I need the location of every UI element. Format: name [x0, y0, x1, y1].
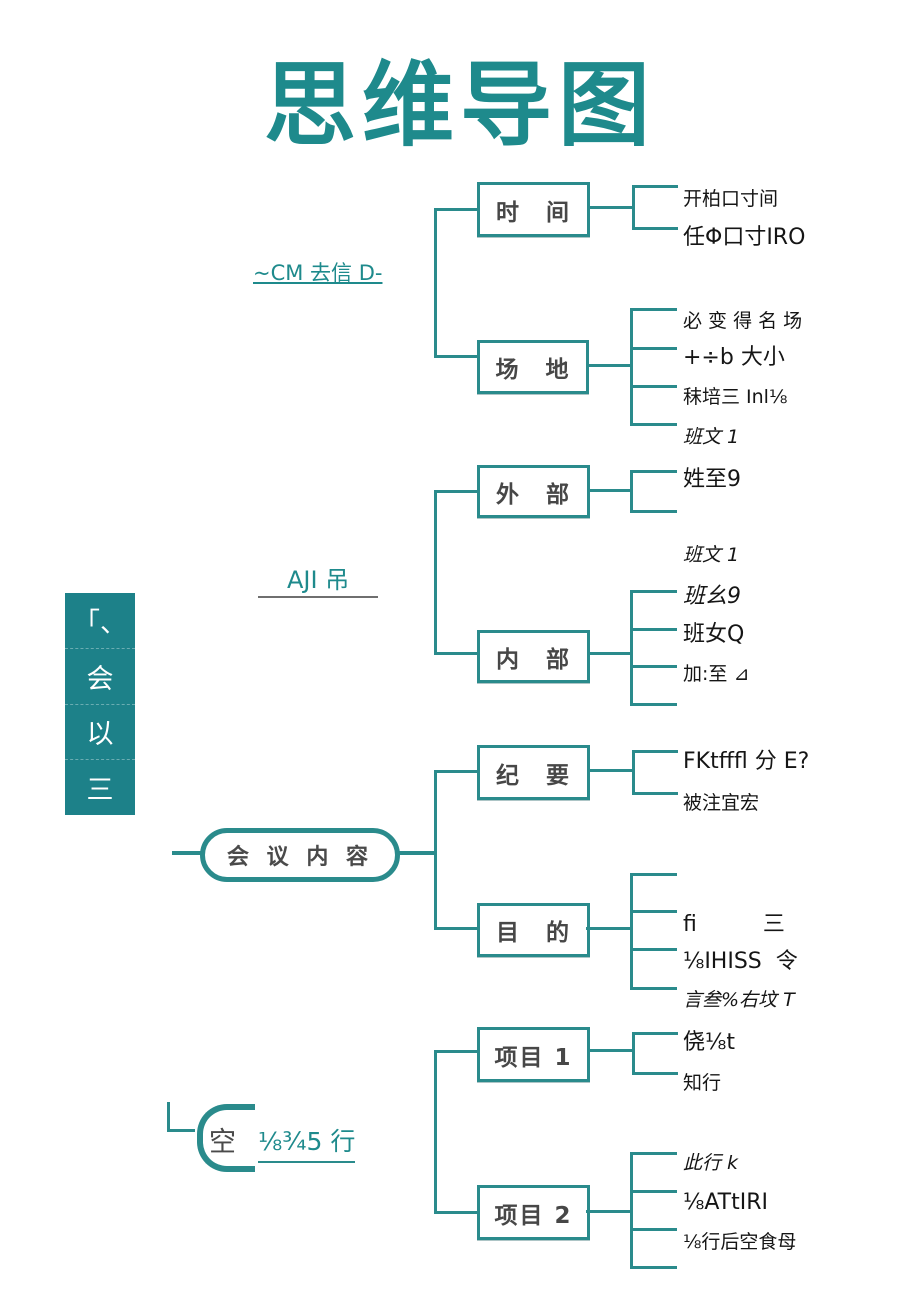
leaf-label: fi 三 [683, 912, 785, 937]
trunk-line [434, 208, 437, 358]
leaf-line [632, 750, 678, 753]
leaf-label: ⅛IHISS 令 [683, 949, 798, 974]
trunk-line [434, 1050, 437, 1214]
label-underline [258, 596, 378, 598]
leaf-label: 班幺9 [683, 584, 741, 609]
connector [172, 851, 203, 855]
connector [397, 851, 435, 855]
leaf-line [630, 423, 677, 426]
leaf-bracket [630, 873, 633, 990]
node-box-project2: 项目 2 [477, 1185, 590, 1240]
node-box-purpose: 目 的 [477, 903, 590, 957]
trunk-stub [434, 652, 480, 655]
leaf-label: 加:至 ⊿ [683, 663, 750, 685]
leaf-label: 秣培三 Inl⅛ [683, 386, 788, 408]
leaf-line [630, 910, 677, 913]
leaf-line [632, 185, 678, 188]
banner-row: 三 [86, 775, 114, 807]
trunk-stub [434, 355, 480, 358]
leaf-bracket [630, 590, 633, 706]
leaf-label: 班文 1 [683, 544, 740, 566]
connector [588, 652, 632, 655]
leaf-line [630, 308, 677, 311]
leaf-line [630, 510, 677, 513]
connector [588, 769, 634, 772]
leaf-line [630, 1152, 677, 1155]
page-title: 思维导图 [263, 52, 656, 159]
leaf-label: 侥⅛t [683, 1030, 735, 1055]
branch-label-badge: 空 [209, 1127, 236, 1158]
label-connector [167, 1129, 195, 1132]
leaf-line [630, 590, 677, 593]
connector [586, 364, 632, 367]
leaf-label: 知行 [683, 1072, 722, 1094]
node-box-venue: 场 地 [477, 340, 589, 394]
leaf-line [630, 628, 677, 631]
trunk-stub [434, 770, 480, 773]
leaf-bracket [632, 750, 635, 795]
leaf-line [630, 470, 677, 473]
connector [588, 489, 632, 492]
label-connector [167, 1102, 170, 1132]
c-shape [197, 1104, 255, 1172]
trunk-stub [434, 208, 480, 211]
leaf-label: 被注宜宏 [683, 792, 760, 814]
branch-label-top: ~CM 去信 D- [253, 261, 383, 285]
node-box-time: 时 间 [477, 182, 590, 237]
leaf-bracket [632, 1032, 635, 1075]
branch-label-middle: AJI 吊 [287, 566, 350, 594]
leaf-line [630, 948, 677, 951]
leaf-line [630, 385, 677, 388]
center-node-oval: 会 议 内 容 [200, 828, 400, 882]
trunk-stub [434, 1050, 480, 1053]
leaf-label: ⅛行后空食母 [683, 1231, 797, 1253]
trunk-line [434, 770, 437, 930]
node-box-external: 外 部 [477, 465, 590, 518]
leaf-line [630, 1266, 677, 1269]
leaf-label: 班女Q [683, 622, 745, 647]
leaf-label: 姓至9 [683, 467, 741, 492]
leaf-line [632, 227, 678, 230]
leaf-bracket [630, 308, 633, 426]
leaf-label: ⅛ATtIRI [683, 1190, 768, 1215]
banner-row: 「、 [65, 593, 135, 649]
trunk-stub [434, 1211, 480, 1214]
branch-label-bottom: ⅛¾5 行 [258, 1122, 356, 1163]
banner-row: 以 [65, 705, 135, 761]
leaf-line [630, 665, 677, 668]
leaf-line [630, 1190, 677, 1193]
leaf-bracket [630, 470, 633, 513]
connector [588, 206, 634, 209]
leaf-line [632, 1072, 678, 1075]
leaf-label: 班文 1 [683, 426, 740, 448]
trunk-line [434, 490, 437, 655]
node-box-internal: 内 部 [477, 630, 590, 683]
node-box-project1: 项目 1 [477, 1027, 590, 1082]
leaf-line [632, 792, 678, 795]
leaf-line [630, 703, 677, 706]
left-banner: 「、 会 以 三 [65, 593, 135, 815]
connector [586, 927, 632, 930]
leaf-bracket [630, 1152, 633, 1269]
leaf-line [630, 873, 677, 876]
leaf-label: 任Φ口寸IRO [683, 225, 806, 250]
leaf-line [630, 1228, 677, 1231]
trunk-stub [434, 490, 480, 493]
leaf-label: FKtfffl 分 E? [683, 749, 810, 774]
leaf-line [632, 1032, 678, 1035]
trunk-stub [434, 927, 480, 930]
node-box-minutes: 纪 要 [477, 745, 590, 800]
leaf-label: 必 变 得 名 场 [683, 310, 803, 332]
connector [588, 1049, 634, 1052]
leaf-bracket [632, 185, 635, 230]
leaf-label: 此行 k [683, 1152, 739, 1174]
leaf-label: 言叁%右坟 T [683, 989, 795, 1011]
connector [586, 1210, 632, 1213]
banner-row: 会 [65, 649, 135, 705]
leaf-label: 开柏口寸间 [683, 188, 779, 210]
leaf-line [630, 987, 677, 990]
leaf-label: +÷b 大小 [683, 345, 785, 370]
leaf-line [630, 347, 677, 350]
